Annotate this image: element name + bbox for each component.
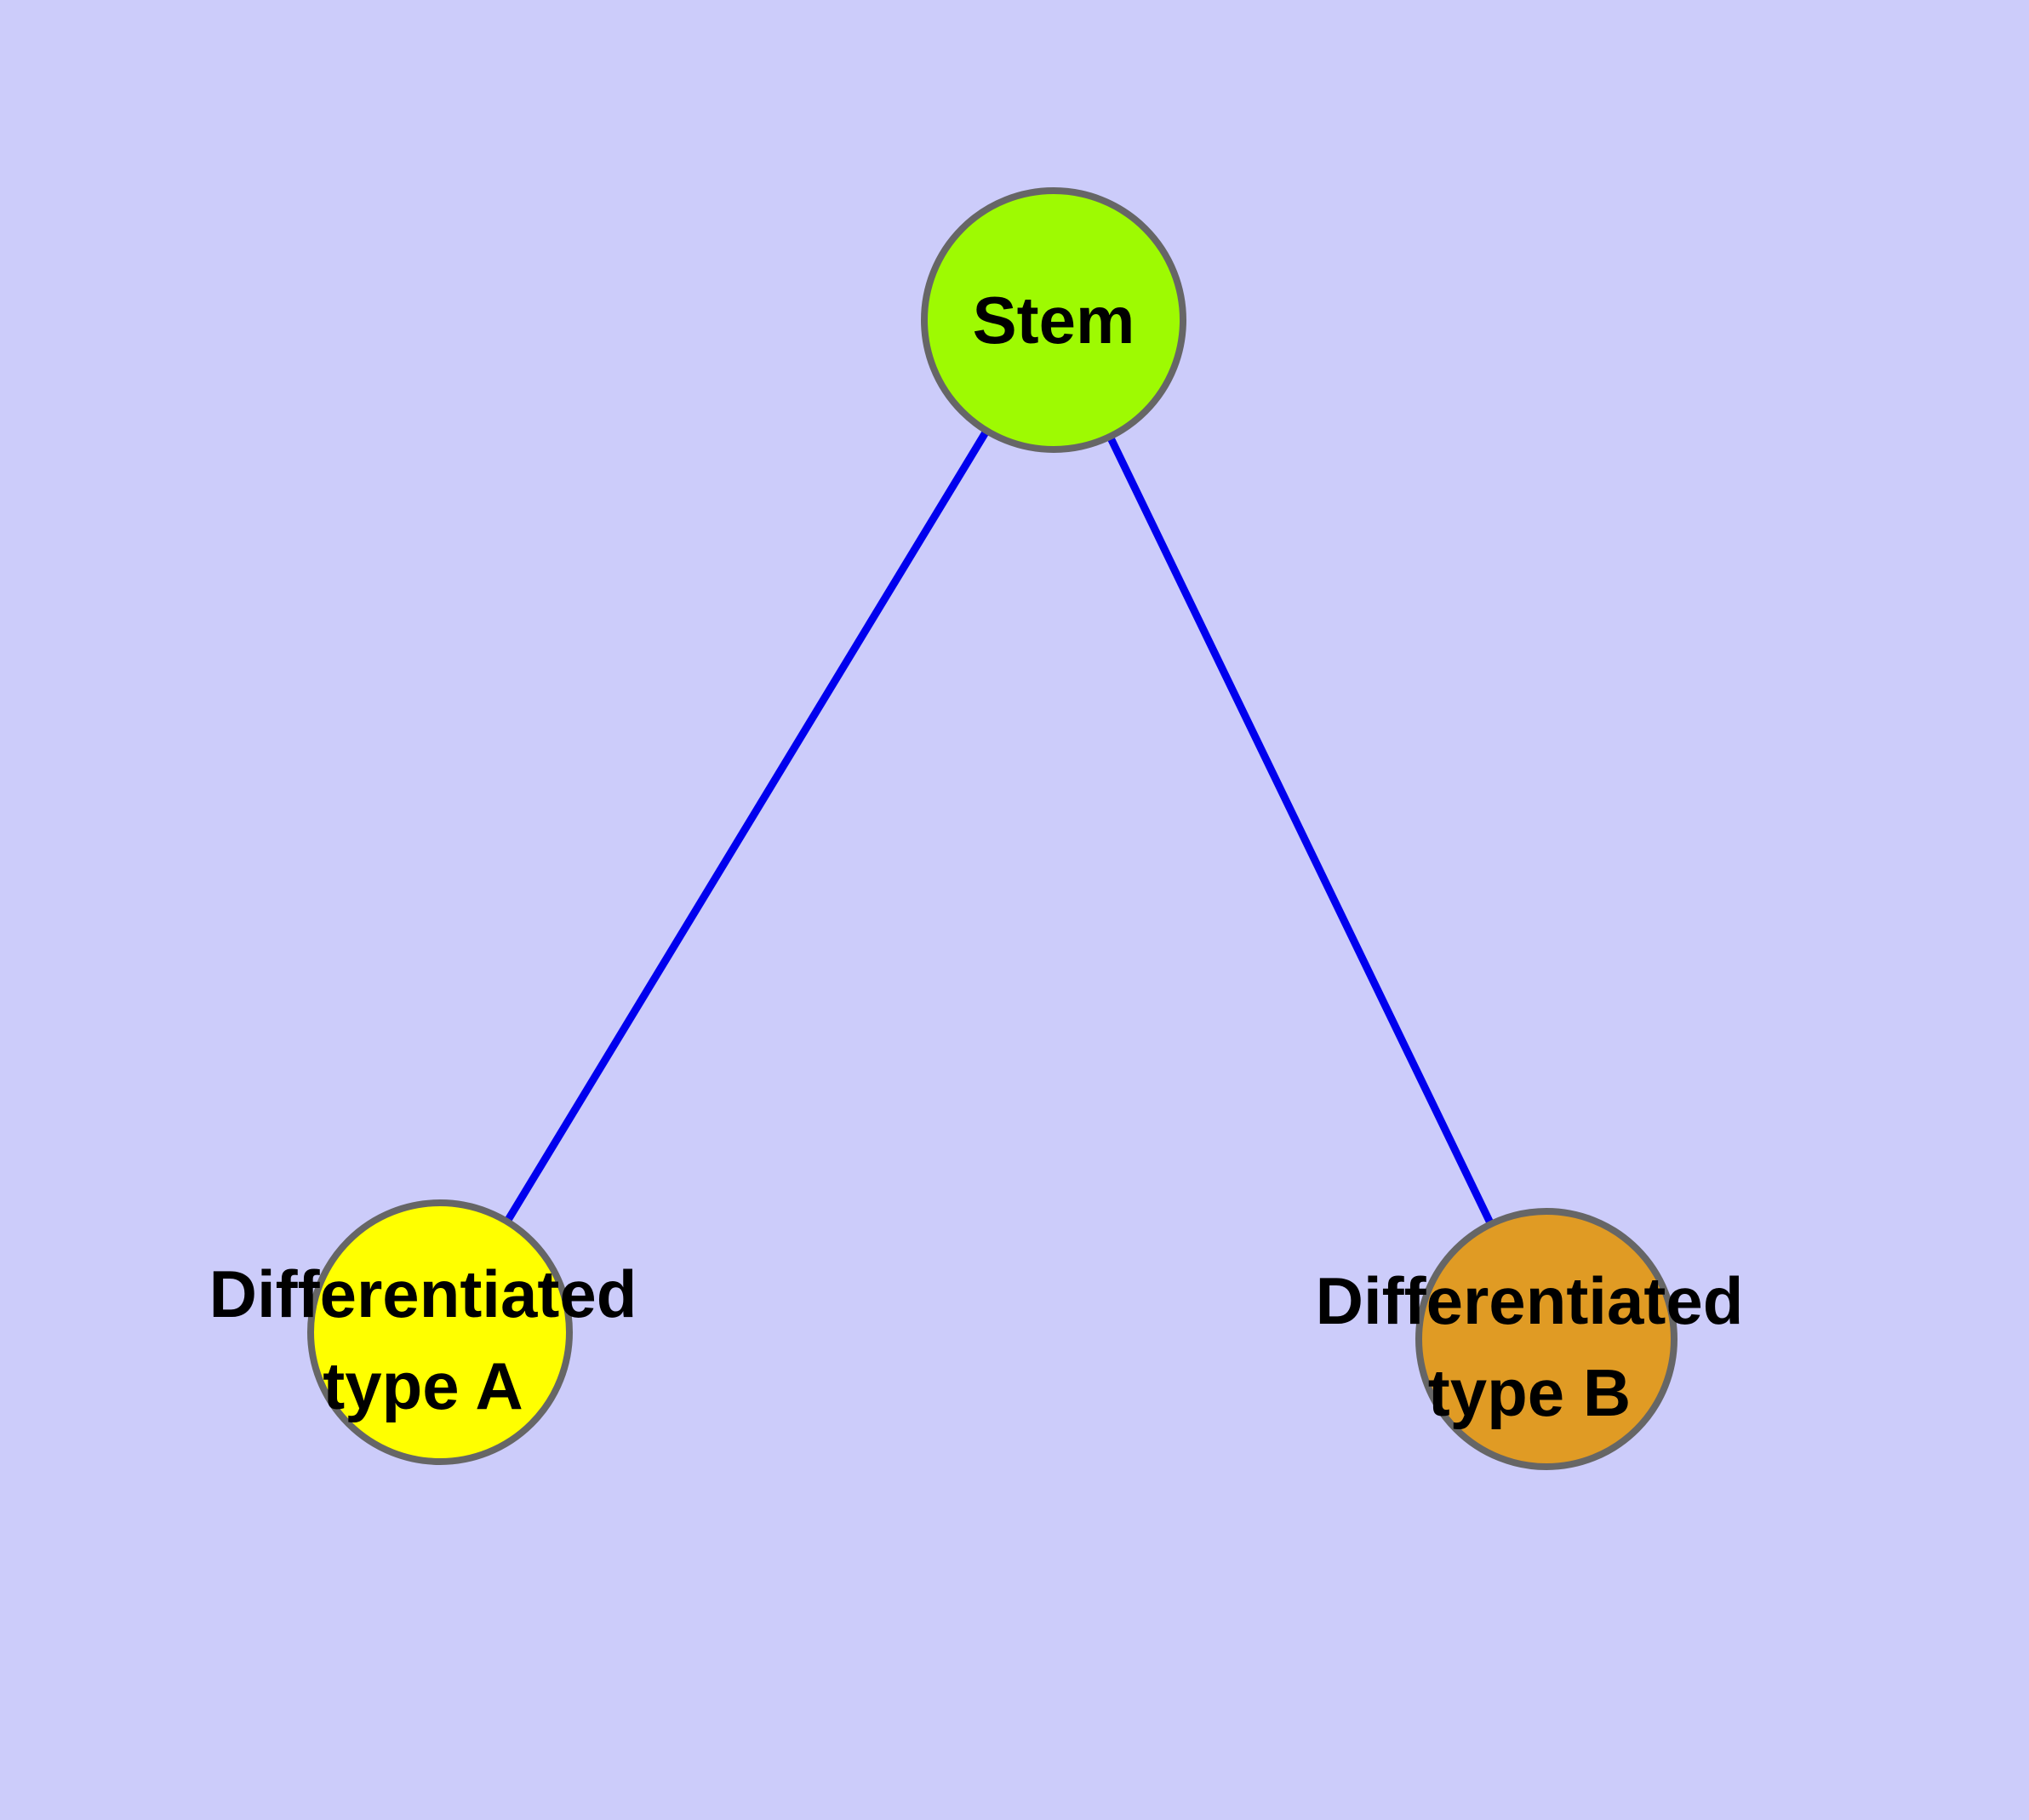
edge-stem-to-diff_b[interactable] — [1049, 318, 1551, 1341]
label-line: Differentiated — [209, 1256, 637, 1331]
node-label-diff_a: Differentiated type A — [209, 1256, 637, 1423]
label-line: Stem — [973, 283, 1135, 358]
node-label-stem: Stem — [973, 283, 1135, 358]
label-line: type A — [323, 1348, 523, 1423]
node-stem[interactable] — [921, 187, 1186, 453]
node-diff_b[interactable] — [1415, 1208, 1677, 1470]
node-diff_a[interactable] — [307, 1199, 573, 1465]
edges-layer — [437, 318, 1551, 1341]
label-line: type B — [1428, 1355, 1631, 1430]
node-label-diff_b: Differentiated type B — [1316, 1263, 1744, 1430]
label-line: Differentiated — [1316, 1263, 1744, 1338]
nodes-layer — [307, 187, 1677, 1470]
edge-stem-to-diff_a[interactable] — [437, 318, 1057, 1335]
